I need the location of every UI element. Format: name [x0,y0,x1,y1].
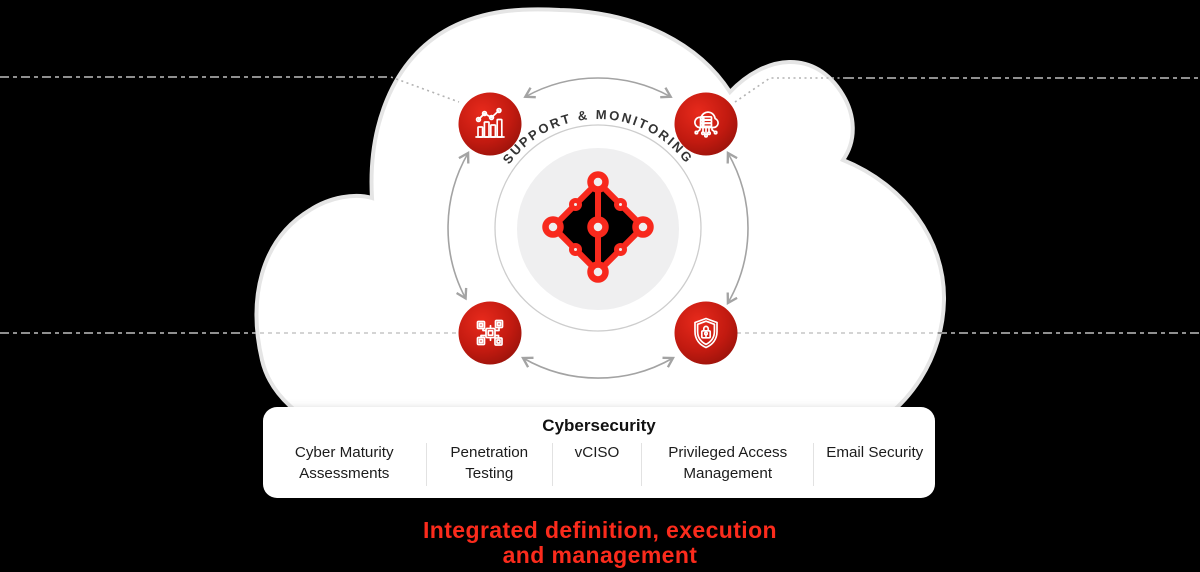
chip-network-icon [458,301,522,365]
dashed-connector-lines [0,76,1200,334]
panel-title: Cybersecurity [542,416,656,435]
caption-line-2: and management [502,542,698,568]
dotted-diagonal-top-left [390,76,460,103]
panel-items-row: Cyber Maturity Assessments Penetration T… [263,442,935,490]
growth-chart-icon [458,92,522,156]
arc-right [726,151,749,305]
service-item-penetration-testing: Penetration Testing [450,444,529,482]
inner-ring [494,124,702,332]
service-item-vciso: vCISO [574,444,620,461]
caption: Integrated definition, execution and man… [0,518,1200,568]
network-nodes-icon [542,171,654,283]
service-item-email-security: Email Security [826,444,924,461]
arc-bottom [521,356,675,379]
shield-lock-icon [674,301,738,365]
arc-left [447,151,470,301]
cloud-server-icon [674,92,738,156]
arc-top [523,77,673,99]
orbit-arrow-arcs [447,77,749,379]
panel-divider [640,443,643,486]
icon-disc [458,92,522,156]
panel-divider [812,443,815,486]
service-item-privileged-access-management: Privileged Access Management [668,444,788,482]
caption-line-1: Integrated definition, execution [423,517,777,543]
services-panel: Cybersecurity Cyber Maturity Assessments… [263,407,935,498]
panel-divider [425,443,427,486]
service-item-cyber-maturity-assessments: Cyber Maturity Assessments [294,444,394,482]
panel-divider [551,443,554,486]
icon-disc [458,301,522,365]
